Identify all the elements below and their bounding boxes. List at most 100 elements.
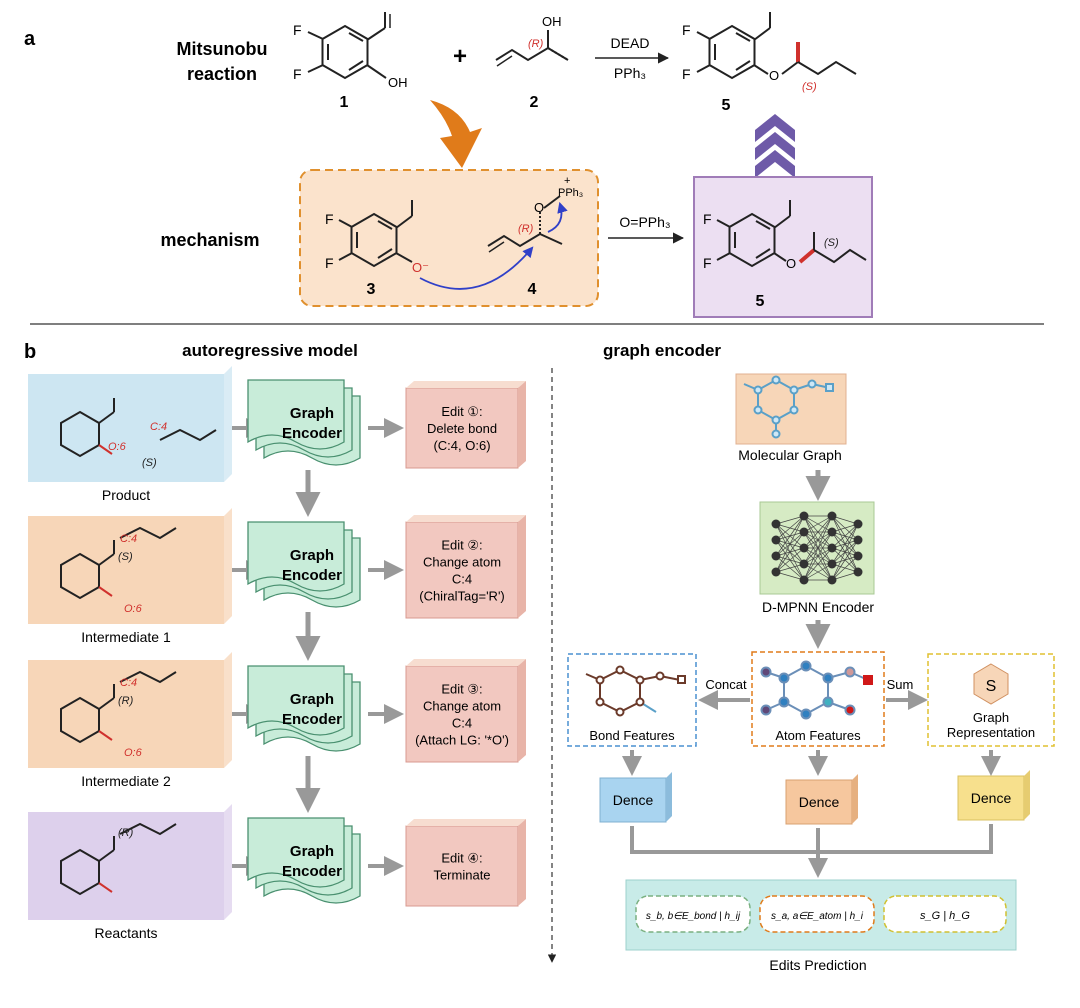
encoder-layer — [247, 379, 345, 450]
compound-2-stereo: (R) — [528, 38, 544, 50]
encoder-layer — [247, 665, 345, 736]
nn-edge — [803, 515, 833, 565]
mol-atom-label: O:6 — [124, 603, 143, 615]
bond-features-graph — [585, 665, 686, 717]
nn-edge — [803, 547, 833, 581]
alkyl-chain — [119, 670, 177, 684]
compound-5-stereo: (S) — [802, 81, 817, 93]
edit-card-side — [518, 515, 526, 618]
state-label: Reactants — [94, 925, 157, 941]
compound-4-pph3: PPh₃ — [558, 187, 583, 199]
nn-edge — [775, 547, 805, 573]
molecular-graph-label: Molecular Graph — [738, 447, 842, 463]
nn-edge — [803, 531, 833, 581]
compound-3-f-bottom: F — [325, 255, 334, 271]
nn-edge — [775, 571, 805, 581]
encoder-label-line1: Graph — [290, 547, 334, 564]
compound-5-box-number: 5 — [756, 293, 765, 310]
edit-line: C:4 — [452, 716, 472, 731]
edit-card-top — [406, 819, 526, 826]
compound-3-f-top: F — [325, 211, 334, 227]
atom-features-label: Atom Features — [775, 728, 861, 743]
nn-node — [853, 567, 863, 577]
encoder-label-line1: Graph — [290, 405, 334, 422]
edit-line: Edit ②: — [441, 538, 482, 553]
compound-2-number: 2 — [530, 94, 539, 111]
nn-edge — [775, 515, 805, 573]
compound-5-f-bottom: F — [682, 66, 691, 82]
mol-atom-label: C:4 — [120, 533, 137, 545]
compound-5-box-o: O — [786, 256, 796, 271]
compound-4-stereo: (R) — [518, 223, 534, 235]
nn-edge — [803, 563, 833, 581]
nn-edge — [775, 531, 805, 573]
nn-node — [853, 535, 863, 545]
state-card-edge — [224, 508, 232, 624]
nn-edge — [831, 523, 859, 581]
product-box — [693, 176, 873, 318]
nn-node — [771, 567, 781, 577]
nn-node — [827, 527, 837, 537]
mol-atom-label: C:4 — [120, 677, 137, 689]
oxygen-bond — [98, 882, 113, 893]
score-graph-box — [883, 895, 1007, 933]
compound-5-structure — [696, 12, 857, 79]
reagent-dead: DEAD — [611, 35, 650, 51]
nucleophilic-attack-arrow — [419, 246, 534, 290]
compound-5-box-stereo: (S) — [824, 237, 839, 249]
concat-label: Concat — [705, 677, 747, 692]
nn-node — [827, 559, 837, 569]
edit-line: Delete bond — [427, 421, 497, 436]
atom-features-box — [751, 651, 885, 747]
panel-a-letter: a — [24, 28, 36, 50]
edit-line: Edit ①: — [441, 404, 482, 419]
edit-line: (Attach LG: '*O') — [415, 733, 509, 748]
score-bond-box — [635, 895, 751, 933]
dmpnn-encoder-label: D-MPNN Encoder — [762, 599, 874, 615]
mol-atom-label: C:4 — [150, 421, 167, 433]
encoder-layer — [247, 521, 345, 592]
edit-card-top — [406, 659, 526, 666]
purple-chevron-arrow — [755, 114, 795, 178]
edit-line: Change atom — [423, 699, 501, 714]
score-atom-text: s_a, a∈E_atom | h_i — [771, 911, 864, 922]
encoder-label-line1: Graph — [290, 843, 334, 860]
compound-4-structure — [487, 195, 563, 253]
score-graph-text: s_G | h_G — [920, 910, 970, 922]
score-bond-text: s_b, b∈E_bond | h_ij — [646, 911, 741, 922]
mol-atom-label: (R) — [118, 827, 134, 839]
alkyl-chain — [119, 526, 177, 540]
encoder-label-line2: Encoder — [282, 567, 342, 584]
graph-representation-line2: Representation — [947, 725, 1035, 740]
compound-5-f-top: F — [682, 22, 691, 38]
edit-line: Terminate — [433, 868, 490, 883]
oxygen-bond — [98, 444, 113, 455]
edit-card-top — [406, 515, 526, 522]
nn-node — [827, 575, 837, 585]
merge-lines — [630, 824, 993, 854]
edit-card-top — [406, 381, 526, 388]
bond-features-box — [567, 653, 697, 747]
edit-card-side — [518, 819, 526, 906]
nn-node — [799, 527, 809, 537]
dmpnn-encoder-node — [759, 501, 875, 595]
mol-atom-label: O:6 — [124, 747, 143, 759]
compound-4-number: 4 — [528, 281, 537, 298]
mol-atom-label: (S) — [142, 457, 157, 469]
state-label: Product — [102, 487, 150, 503]
compound-1-f-top: F — [293, 22, 302, 38]
graph-representation-symbol: S — [986, 678, 997, 695]
compound-5-box-f-top: F — [703, 211, 712, 227]
compound-2-structure — [495, 30, 569, 67]
encoder-layer — [247, 817, 345, 888]
nn-edge — [775, 515, 805, 557]
compound-4-o: O — [534, 200, 544, 215]
nn-node — [799, 543, 809, 553]
compound-1-f-bottom: F — [293, 66, 302, 82]
nn-edge — [831, 523, 859, 533]
leaving-group-arrow — [547, 201, 568, 233]
encoder-label-line2: Encoder — [282, 863, 342, 880]
edit-line: C:4 — [452, 572, 472, 587]
